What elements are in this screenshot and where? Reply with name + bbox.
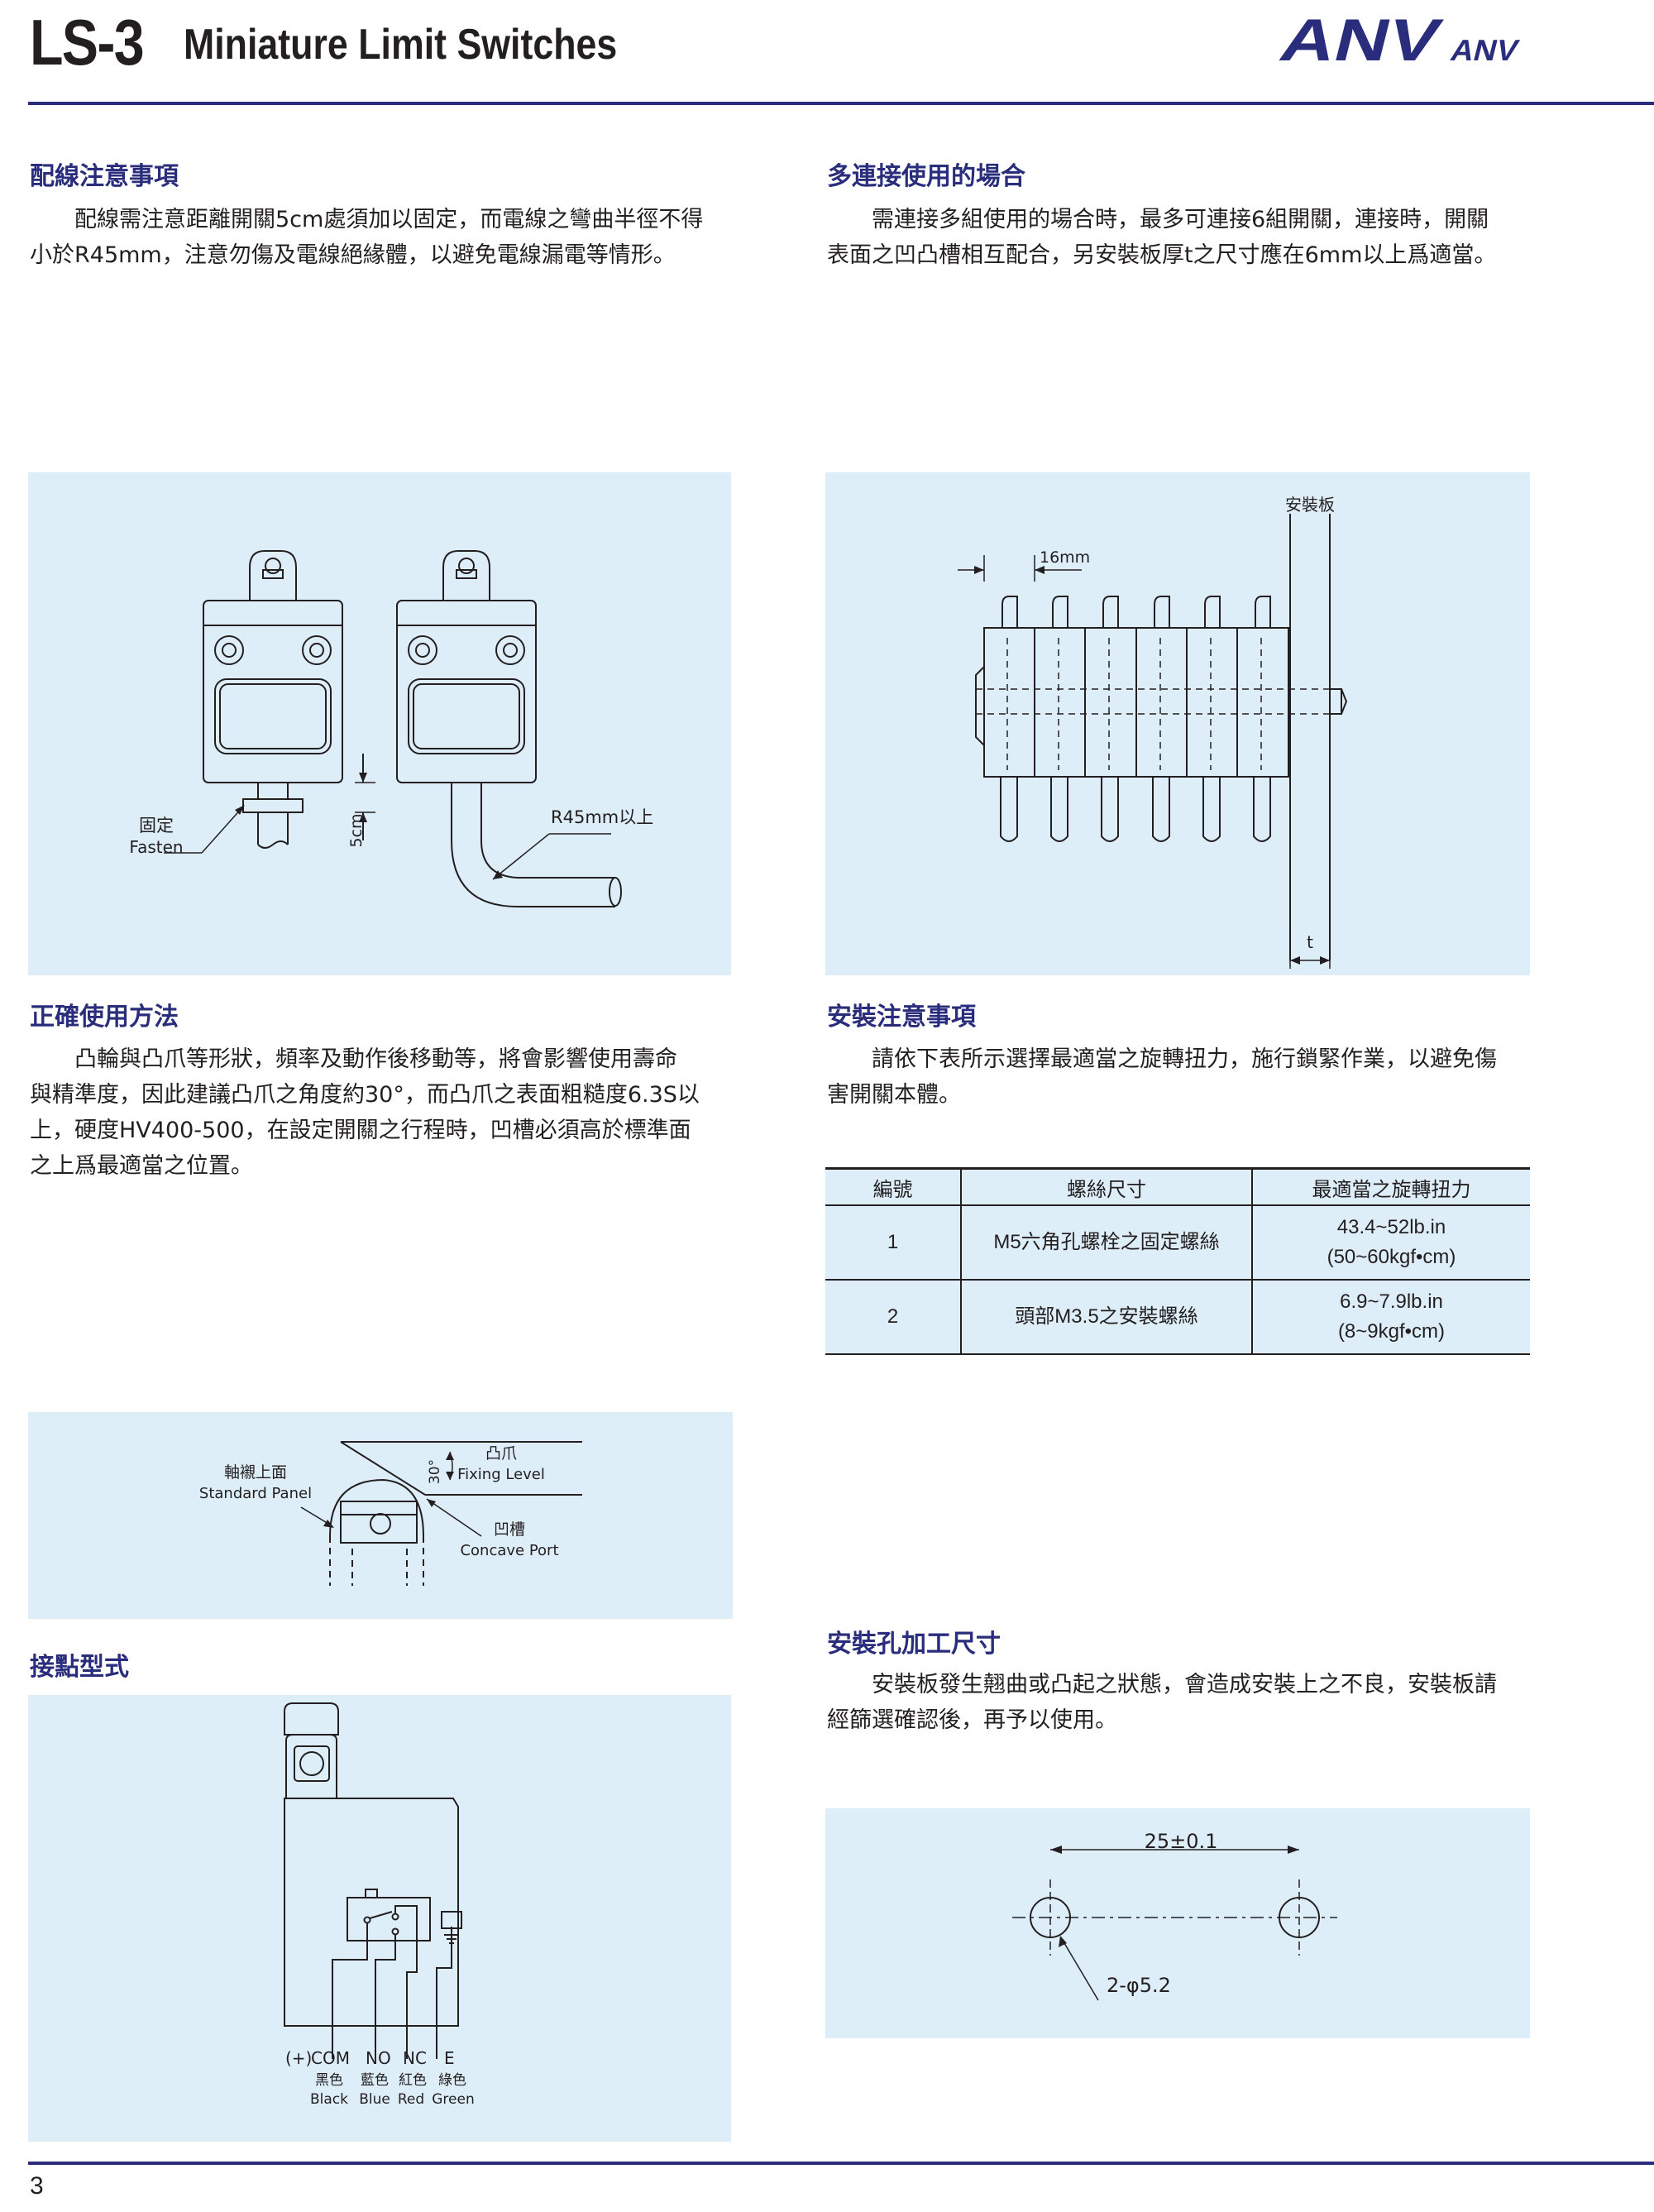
usage-line3: 上，硬度HV400-500，在設定開關之行程時，凹槽必須高於標準面 <box>30 1118 691 1143</box>
row-screw: M5六角孔螺栓之固定螺絲 <box>960 1205 1252 1281</box>
row-torque: 6.9~7.9lb.in (8~9kgf•cm) <box>1251 1280 1530 1355</box>
claw-label-cn: 凸爪 <box>485 1444 517 1463</box>
terminal-com: COM <box>311 2048 350 2068</box>
hole-line1: 安裝板發生翹曲或凸起之狀態，會造成安裝上之不良，安裝板請 <box>872 1672 1497 1697</box>
torque-table: 編號 螺絲尺寸 最適當之旋轉扭力 1 M5六角孔螺栓之固定螺絲 43.4~52l… <box>825 1167 1530 1355</box>
panel-label-en: Standard Panel <box>199 1485 312 1502</box>
row-torque: 43.4~52lb.in (50~60kgf•cm) <box>1251 1205 1530 1281</box>
panel-label-cn: 軸襯上面 <box>224 1463 287 1482</box>
color-nc-en: Red <box>398 2091 424 2108</box>
table-header-torque: 最適當之旋轉扭力 <box>1251 1167 1530 1206</box>
multi-line2: 表面之凹凸槽相互配合，另安裝板厚t之尺寸應在6mm以上爲適當。 <box>827 242 1497 268</box>
color-e-cn: 綠色 <box>438 2072 466 2089</box>
contact-title: 接點型式 <box>30 1653 129 1682</box>
page-number: 3 <box>30 2172 44 2200</box>
wiring-line2: 小於R45mm，注意勿傷及電線絕緣體，以避免電線漏電等情形。 <box>30 242 676 268</box>
contact-diagram: (+) COM NO NC E 黑色 藍色 紅色 綠色 Black Blue R… <box>284 1702 475 2108</box>
row-no: 2 <box>825 1280 961 1355</box>
install-line2: 害開關本體。 <box>827 1082 961 1108</box>
thickness-label: t <box>1307 932 1313 952</box>
color-com-en: Black <box>310 2091 348 2108</box>
header-rule <box>28 102 1654 105</box>
hole-line2: 經篩選確認後，再予以使用。 <box>827 1707 1117 1733</box>
usage-title: 正確使用方法 <box>30 1003 179 1032</box>
brand-logo-mark: ANV ANV <box>1274 7 1523 74</box>
color-e-en: Green <box>432 2091 474 2108</box>
install-line1: 請依下表所示選擇最適當之旋轉扭力，施行鎖緊作業，以避免傷 <box>872 1046 1497 1072</box>
color-no-cn: 藍色 <box>361 2072 389 2089</box>
multi-title: 多連接使用的場合 <box>827 162 1025 191</box>
color-nc-cn: 紅色 <box>399 2072 427 2089</box>
table-header-screw: 螺絲尺寸 <box>960 1167 1252 1206</box>
multi-diagram-panel: 安裝板 16mm t <box>825 472 1530 975</box>
wiring-diagram-panel: 固定 Fasten 5cm R45mm以上 <box>28 472 731 975</box>
terminal-no: NO <box>366 2048 391 2068</box>
cam-diagram: 軸襯上面 Standard Panel 30° 凸爪 Fixing Level … <box>199 1441 582 1586</box>
wiring-text: 配線需注意距離開關5cm處須加以固定，而電線之彎曲半徑不得 小於R45mm，注意… <box>30 202 733 273</box>
torque-table-wrap: 編號 螺絲尺寸 最適當之旋轉扭力 1 M5六角孔螺栓之固定螺絲 43.4~52l… <box>825 1167 1530 1355</box>
table-row: 2 頭部M3.5之安裝螺絲 6.9~7.9lb.in (8~9kgf•cm) <box>825 1280 1530 1355</box>
row-no: 1 <box>825 1205 961 1281</box>
table-row: 1 M5六角孔螺栓之固定螺絲 43.4~52lb.in (50~60kgf•cm… <box>825 1205 1530 1281</box>
row-torque-kgfcm: (8~9kgf•cm) <box>1337 1320 1446 1343</box>
usage-line1: 凸輪與凸爪等形狀，頻率及動作後移動等，將會影響使用壽命 <box>74 1046 677 1072</box>
usage-text: 凸輪與凸爪等形狀，頻率及動作後移動等，將會影響使用壽命 與精準度，因此建議凸爪之… <box>30 1041 733 1184</box>
hole-title: 安裝孔加工尺寸 <box>827 1630 1001 1659</box>
row-torque-lbin: 43.4~52lb.in <box>1336 1216 1446 1238</box>
brand-name: ANV <box>1274 15 1447 65</box>
multi-text: 需連接多組使用的場合時，最多可連接6組開關，連接時，開關 表面之凹凸槽相互配合，… <box>827 202 1532 273</box>
usage-line2: 與精準度，因此建議凸爪之角度約30°，而凸爪之表面粗糙度6.3S以 <box>30 1082 700 1108</box>
polarity-label: (+) <box>285 2048 312 2068</box>
table-header-row: 編號 螺絲尺寸 最適當之旋轉扭力 <box>825 1167 1530 1206</box>
pitch-label: 16mm <box>1040 548 1090 567</box>
hole-text: 安裝板發生翹曲或凸起之狀態，會造成安裝上之不良，安裝板請 經篩選確認後，再予以使… <box>827 1667 1532 1738</box>
model-title: LS-3 <box>30 6 145 79</box>
terminal-e: E <box>444 2048 455 2068</box>
color-no-en: Blue <box>359 2091 390 2108</box>
install-text: 請依下表所示選擇最適當之旋轉扭力，施行鎖緊作業，以避免傷 害開關本體。 <box>827 1041 1532 1113</box>
fasten-label-cn: 固定 <box>139 816 174 835</box>
fasten-label-en: Fasten <box>129 837 183 857</box>
footer-rule <box>28 2162 1654 2165</box>
pitch-dimension: 25±0.1 <box>1145 1830 1218 1853</box>
wiring-line1: 配線需注意距離開關5cm處須加以固定，而電線之彎曲半徑不得 <box>74 207 704 232</box>
color-com-cn: 黑色 <box>315 2072 343 2089</box>
product-subtitle: Miniature Limit Switches <box>184 21 618 69</box>
contact-diagram-panel: (+) COM NO NC E 黑色 藍色 紅色 綠色 Black Blue R… <box>28 1695 731 2142</box>
brand-name-small: ANV <box>1447 34 1523 65</box>
radius-label: R45mm以上 <box>551 807 653 827</box>
cam-diagram-panel: 軸襯上面 Standard Panel 30° 凸爪 Fixing Level … <box>28 1412 733 1619</box>
terminal-nc: NC <box>403 2048 427 2068</box>
plate-label: 安裝板 <box>1285 495 1335 515</box>
table-header-no: 編號 <box>825 1167 961 1206</box>
wiring-title: 配線注意事項 <box>30 162 179 191</box>
brand-logo: ANV ANV <box>1264 7 1528 74</box>
distance-label: 5cm <box>347 813 366 847</box>
multi-diagram: 安裝板 16mm t <box>958 495 1348 969</box>
row-screw: 頭部M3.5之安裝螺絲 <box>960 1280 1252 1355</box>
hole-dimension: 2-φ5.2 <box>1107 1974 1171 1997</box>
wiring-diagram: 固定 Fasten 5cm R45mm以上 <box>129 550 653 907</box>
hole-diagram-panel: 25±0.1 2-φ5.2 <box>825 1808 1530 2038</box>
hole-diagram: 25±0.1 2-φ5.2 <box>1012 1830 1337 2001</box>
row-torque-lbin: 6.9~7.9lb.in <box>1340 1290 1443 1313</box>
groove-label-en: Concave Port <box>460 1542 558 1559</box>
multi-line1: 需連接多組使用的場合時，最多可連接6組開關，連接時，開關 <box>872 207 1489 232</box>
row-torque-kgfcm: (50~60kgf•cm) <box>1327 1246 1456 1268</box>
install-title: 安裝注意事項 <box>827 1003 976 1032</box>
usage-line4: 之上爲最適當之位置。 <box>30 1153 253 1179</box>
angle-label: 30° <box>427 1459 443 1484</box>
groove-label-cn: 凹槽 <box>494 1520 525 1539</box>
claw-label-en: Fixing Level <box>457 1466 545 1483</box>
